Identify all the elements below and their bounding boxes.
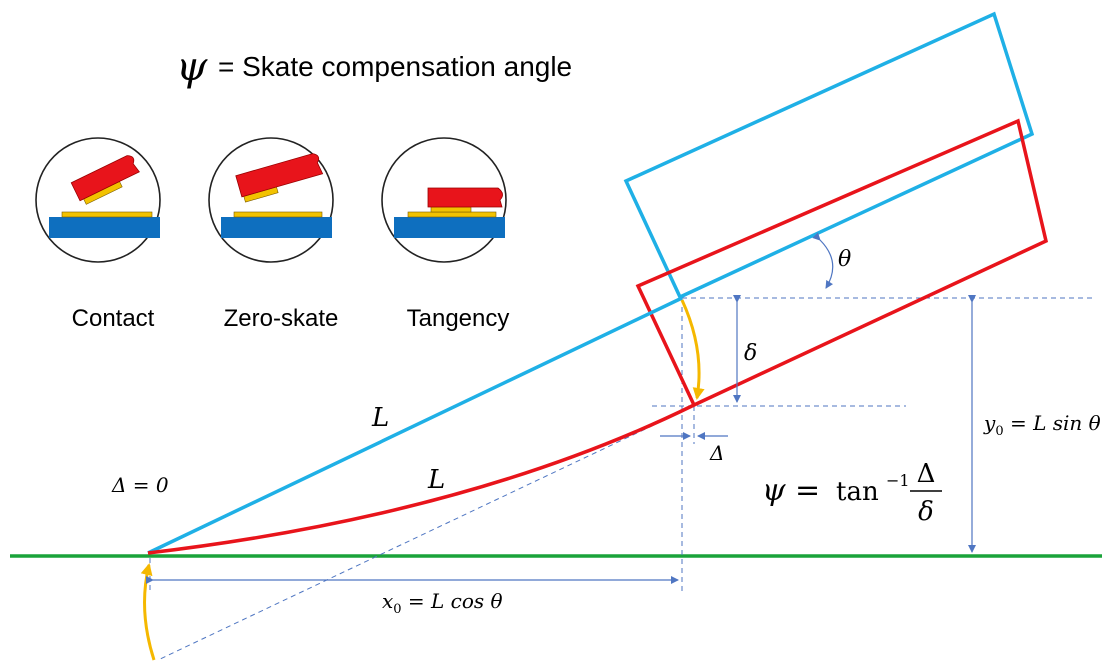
probe-tip — [430, 206, 472, 213]
inset-label-contact: Contact — [72, 305, 155, 332]
L-straight-label: L — [371, 403, 389, 433]
theta-arc — [812, 232, 834, 289]
substrate — [49, 217, 160, 238]
probe-body — [235, 153, 324, 198]
svg-text:x0 = L cos θ: x0 = L cos θ — [382, 589, 503, 617]
L-curve-label: L — [427, 465, 445, 495]
probe-outline-red — [635, 118, 1049, 408]
Delta-label: Δ — [709, 441, 724, 465]
inset-contact: Contact — [35, 137, 161, 332]
inset-label-tangency: Tangency — [407, 305, 510, 332]
probe-body — [70, 155, 140, 202]
psi-num: Δ — [917, 459, 936, 489]
construction-lines — [149, 297, 1092, 661]
title-text: = Skate compensation angle — [218, 51, 572, 82]
x0-rest: = L cos θ — [402, 589, 503, 613]
psi-lhs: ψ = — [762, 473, 820, 508]
x0-sub: 0 — [393, 602, 401, 617]
curved-length — [147, 403, 695, 555]
straight-length — [147, 296, 683, 555]
svg-text:y0 = L sin θ: y0 = L sin θ — [983, 411, 1101, 439]
psi-func: tan — [836, 477, 879, 507]
inset-zero-skate: Zero-skate — [208, 137, 339, 332]
title: ψ = Skate compensation angle — [176, 44, 572, 90]
x0-label: x0 = L cos θ — [382, 589, 503, 617]
base-travel-arc — [140, 563, 156, 661]
probe-outline-blue — [623, 11, 1035, 300]
psi-exp: −1 — [886, 471, 910, 490]
y0-sub: 0 — [995, 424, 1003, 439]
substrate — [394, 217, 505, 238]
dimension-arrows — [146, 232, 976, 584]
inset-tangency: Tangency — [381, 137, 510, 332]
x0-base: x — [382, 589, 393, 613]
tip-travel-arc — [680, 299, 705, 400]
substrate — [221, 217, 332, 238]
theta-label: θ — [838, 247, 851, 272]
pad — [61, 211, 153, 218]
title-psi-symbol: ψ — [176, 44, 208, 90]
probe-body — [427, 187, 503, 208]
y0-label: y0 = L sin θ — [983, 411, 1101, 439]
psi-den: δ — [918, 497, 934, 527]
pad — [407, 211, 497, 218]
psi-formula: ψ = tan −1 Δ δ — [762, 459, 942, 527]
y0-rest: = L sin θ — [1004, 411, 1101, 435]
y0-base: y — [983, 411, 996, 435]
delta-label: δ — [744, 341, 757, 366]
delta-zero-label: Δ = 0 — [111, 473, 169, 497]
pad — [233, 211, 323, 218]
inset-label-zero-skate: Zero-skate — [224, 305, 339, 332]
